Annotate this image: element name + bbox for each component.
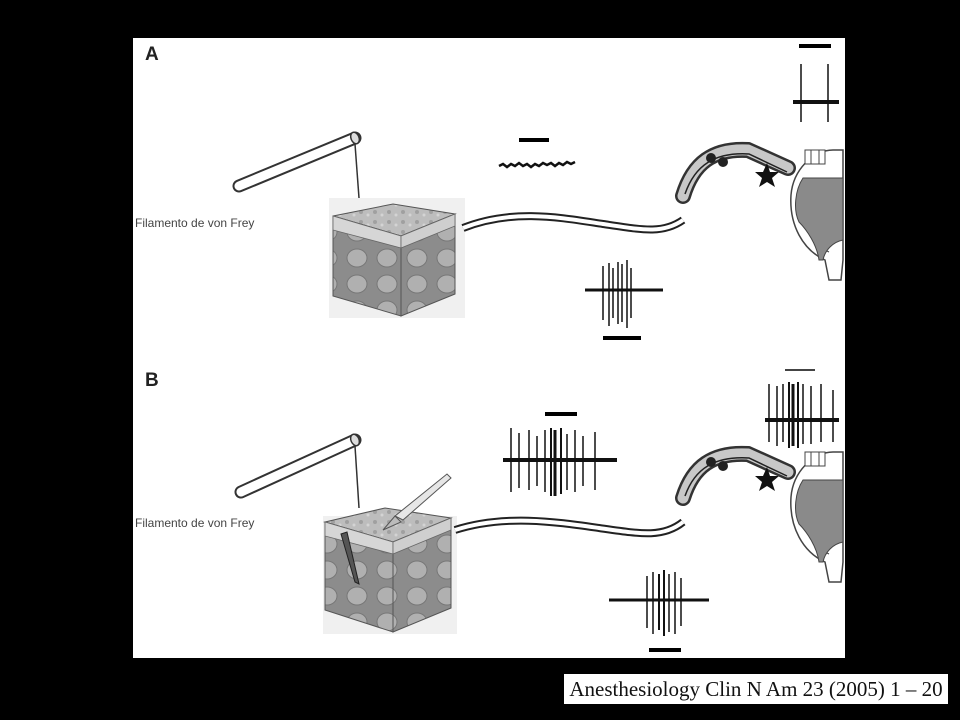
trace-axon-b xyxy=(609,570,709,652)
von-frey-filament-b xyxy=(234,433,362,509)
spinal-cord-b xyxy=(790,451,844,583)
trace-dorsal-horn-a xyxy=(793,44,839,122)
dorsal-root-a xyxy=(675,141,796,204)
filament-label-a: Filamento de von Frey xyxy=(135,216,255,230)
panel-label-a: A xyxy=(145,44,159,65)
trace-fiber-a xyxy=(498,138,576,169)
skin-block-b xyxy=(323,473,457,634)
nerve-fiber-a xyxy=(461,212,686,234)
trace-fiber-b xyxy=(503,412,617,496)
skin-block-a xyxy=(329,198,465,318)
panel-label-b: B xyxy=(145,370,159,391)
figure-panel: A Filamento de von Frey B Filamento de v… xyxy=(133,38,845,658)
trace-dorsal-horn-b xyxy=(765,369,839,448)
filament-label-b: Filamento de von Frey xyxy=(135,516,255,530)
nerve-fiber-b xyxy=(453,516,686,538)
dorsal-root-b xyxy=(675,445,796,506)
panel-a-diagram xyxy=(232,44,844,340)
citation-box: Anesthesiology Clin N Am 23 (2005) 1 – 2… xyxy=(564,674,948,704)
trace-axon-a xyxy=(585,260,663,340)
diagram-canvas xyxy=(232,44,844,652)
panel-b-diagram xyxy=(234,369,844,652)
von-frey-filament-a xyxy=(232,131,362,199)
spinal-cord-a xyxy=(790,149,844,281)
